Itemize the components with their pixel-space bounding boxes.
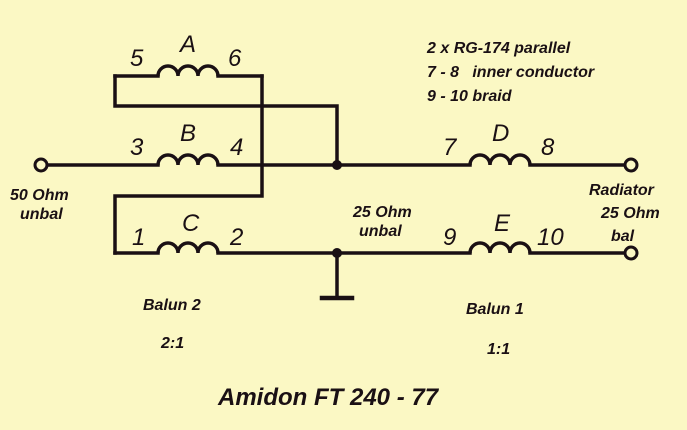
pin-2: 2	[229, 224, 243, 251]
winding-label-d: D	[492, 120, 509, 147]
pin-9: 9	[443, 224, 456, 251]
winding-label-e: E	[494, 210, 511, 237]
wire-pin6-to-pin1	[113, 74, 264, 255]
balun2-name: Balun 2	[143, 297, 201, 314]
input-type-label: unbal	[20, 206, 63, 223]
output-impedance-label: 25 Ohm	[600, 205, 660, 222]
note-line-2: 7 - 8 inner conductor	[427, 64, 595, 81]
winding-c: 1 C 2	[113, 210, 472, 255]
junction-dot-top	[332, 160, 342, 170]
middle-type-label: unbal	[359, 223, 402, 240]
pin-7: 7	[443, 134, 458, 161]
note-line-3: 9 - 10 braid	[427, 88, 513, 105]
winding-label-a: A	[178, 31, 196, 58]
middle-impedance-label: 25 Ohm	[352, 204, 412, 221]
coil-a	[156, 64, 220, 77]
winding-b: 3 B 4	[45, 120, 472, 167]
balun1-name: Balun 1	[466, 301, 524, 318]
output-radiator-label: Radiator	[589, 182, 655, 199]
balun1-ratio: 1:1	[487, 341, 510, 358]
winding-e: 9 E 10	[443, 210, 626, 255]
coil-e	[468, 241, 532, 254]
coil-d	[468, 153, 532, 166]
winding-label-c: C	[182, 210, 200, 237]
pin-6: 6	[228, 45, 242, 72]
coil-c	[156, 241, 220, 254]
pin-10: 10	[537, 224, 564, 251]
diagram-title: Amidon FT 240 - 77	[217, 384, 440, 411]
note-line-1: 2 x RG-174 parallel	[426, 40, 571, 57]
pin-8: 8	[541, 134, 555, 161]
wire-pin5-to-junction	[113, 74, 339, 167]
pin-3: 3	[130, 134, 144, 161]
pin-1: 1	[132, 224, 145, 251]
output-type-label: bal	[611, 228, 635, 245]
winding-a: 5 A 6	[113, 31, 264, 78]
balun2-ratio: 2:1	[160, 335, 184, 352]
output-terminal-bottom	[623, 245, 639, 261]
output-terminal-top	[623, 157, 639, 173]
pin-4: 4	[230, 134, 243, 161]
input-terminal	[33, 157, 49, 173]
winding-d: 7 D 8	[443, 120, 626, 167]
winding-label-b: B	[180, 120, 196, 147]
coil-b	[156, 153, 220, 166]
pin-5: 5	[130, 45, 144, 72]
input-impedance-label: 50 Ohm	[10, 187, 69, 204]
